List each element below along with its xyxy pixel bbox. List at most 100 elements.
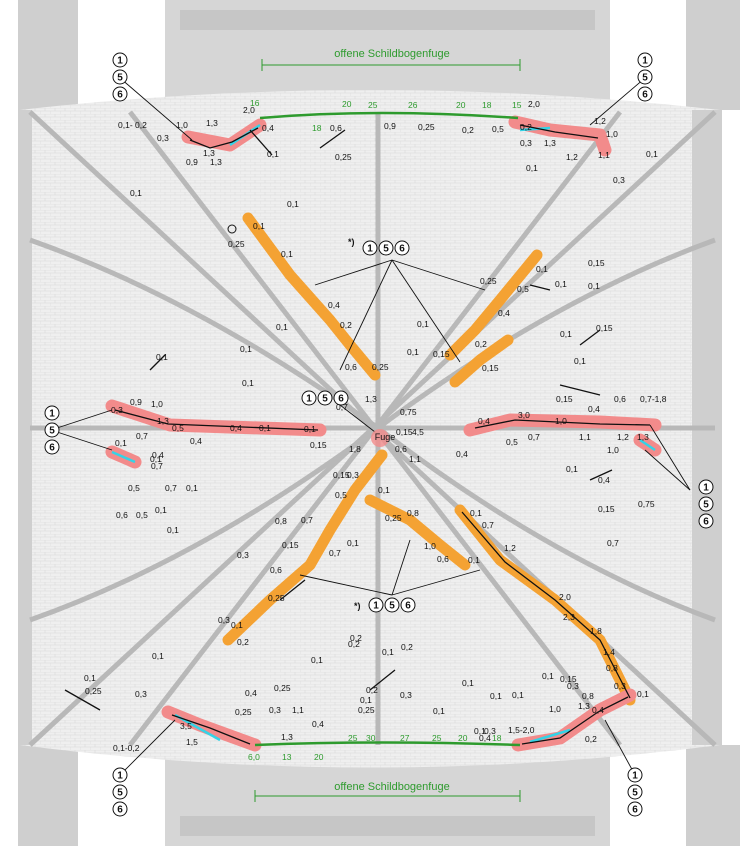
code-number: 6: [338, 394, 344, 405]
crack-width-label: 0,1: [281, 249, 293, 259]
crack-width-label: 0,4: [190, 436, 202, 446]
callout-right: 156: [698, 479, 714, 529]
top-open-joint: [259, 111, 519, 120]
crack-width-label: 0,3: [567, 681, 579, 691]
code-number: 1: [642, 56, 648, 67]
crack-width-label: 1,0: [555, 416, 567, 426]
callout-bottom-left: 156: [112, 767, 128, 817]
crack-width-label: 0,1: [378, 485, 390, 495]
callout-leaders: [56, 77, 691, 776]
crack-width-label: 3,0: [518, 410, 530, 420]
code-circle: [44, 405, 60, 421]
crack-width-label: 0,1: [276, 322, 288, 332]
crack-width-label: 0,1: [382, 647, 394, 657]
crack-width-label: 1,8: [590, 626, 602, 636]
code-number: 6: [642, 90, 648, 101]
crack-width-label: 0,25: [274, 683, 291, 693]
crack-width-label: 0,1: [526, 163, 538, 173]
crack-width-label: 0,25: [372, 362, 389, 372]
code-circle: [44, 439, 60, 455]
crack-width-label: 0,1: [84, 673, 96, 683]
crack-width-label: 0,4: [328, 300, 340, 310]
crack-width-label: 0,75: [400, 407, 417, 417]
crack-width-label: 1,1: [598, 150, 610, 160]
crack-width-label: 0,2: [475, 339, 487, 349]
crack-width-label: 0,7: [301, 515, 313, 525]
code-number: 6: [405, 601, 411, 612]
code-number: 6: [632, 805, 638, 816]
joint-width-label: 20: [456, 100, 466, 110]
crack-width-label: 0,15: [396, 427, 413, 437]
crack-width-label: 0,1: [304, 424, 316, 434]
bottom-joint-width-labels: 6,0 13 20 25 30 27 25 20 18: [248, 733, 502, 762]
crack-width-label: 0,4: [230, 423, 242, 433]
crack-width-label: 0,6: [437, 554, 449, 564]
crack-width-label: 0,5: [172, 423, 184, 433]
code-number: 5: [49, 426, 55, 437]
crack-width-label: 0,7: [329, 548, 341, 558]
crack-width-label: 0,8: [582, 691, 594, 701]
joint-width-label: 25: [368, 100, 378, 110]
crack-width-label: 0,1: [267, 149, 279, 159]
code-circle: [301, 390, 317, 406]
joint-width-label: 16: [250, 98, 260, 108]
crack-width-label: 0,25: [85, 686, 102, 696]
crack-width-label: 1,1: [409, 454, 421, 464]
crack-width-label: 0,1: [407, 347, 419, 357]
crack-width-label: 0,1: [566, 464, 578, 474]
crack-width-label: 0,4: [478, 416, 490, 426]
crack-width-label: 0,3: [111, 405, 123, 415]
crack-width-label: 0,7: [607, 538, 619, 548]
crack-width-label: 0,2: [237, 637, 249, 647]
code-circle: [317, 390, 333, 406]
joint-width-label: 20: [342, 99, 352, 109]
code-circle: [627, 801, 643, 817]
crack-width-label: 0,1-0,2: [113, 743, 140, 753]
pillar-bottom-right: [686, 745, 740, 846]
code-number: 1: [117, 771, 123, 782]
crack-width-label: 1,3: [203, 148, 215, 158]
crack-width-label: 0,15: [556, 394, 573, 404]
crack-width-label: 0,3: [484, 726, 496, 736]
code-number: 1: [632, 771, 638, 782]
crack-width-label: 0,1: [152, 651, 164, 661]
joint-width-label: 20: [458, 733, 468, 743]
crack-width-label: 0,1: [115, 438, 127, 448]
code-circle: [384, 597, 400, 613]
top-joint-width-labels: 16 18 20 25 26 20 18 15: [250, 98, 522, 133]
crack-width-label: 0,15: [310, 440, 327, 450]
crack-width-label: 0,1: [311, 655, 323, 665]
joint-width-label: 20: [314, 752, 324, 762]
spall-marker: [227, 224, 237, 234]
crack-width-label: 0,1: [536, 264, 548, 274]
crack-width-label: 0,8: [606, 663, 618, 673]
crack-width-label: 0,1: [242, 378, 254, 388]
crack-width-label: 1,0: [606, 129, 618, 139]
crack-width-label: 0,15: [482, 363, 499, 373]
code-number: 1: [367, 244, 373, 255]
crack-width-label: 1,2: [617, 432, 629, 442]
crack-width-label: 0,2: [585, 734, 597, 744]
code-number: 1: [703, 483, 709, 494]
crack-width-label: 0,1: [156, 352, 168, 362]
crack-width-label: 0,3: [218, 615, 230, 625]
code-number: 6: [117, 90, 123, 101]
code-circle: [112, 86, 128, 102]
crack-width-label: 0,1: [360, 695, 372, 705]
crack-width-label: 0,1: [470, 508, 482, 518]
crack-width-label: 0,2: [350, 633, 362, 643]
crack-width-label: 1,0: [151, 399, 163, 409]
crack-width-label: 1,3: [578, 701, 590, 711]
crack-width-label: 0,15: [560, 674, 577, 684]
crack-width-label: 0,1: [417, 319, 429, 329]
crack-width-label: 0,6: [116, 510, 128, 520]
code-number: 5: [389, 601, 395, 612]
crack-width-label: 0,3: [237, 550, 249, 560]
code-circle: [627, 784, 643, 800]
crack-width-label: 1,3: [281, 732, 293, 742]
crack-width-label: 1,2: [504, 543, 516, 553]
code-circle: [368, 597, 384, 613]
